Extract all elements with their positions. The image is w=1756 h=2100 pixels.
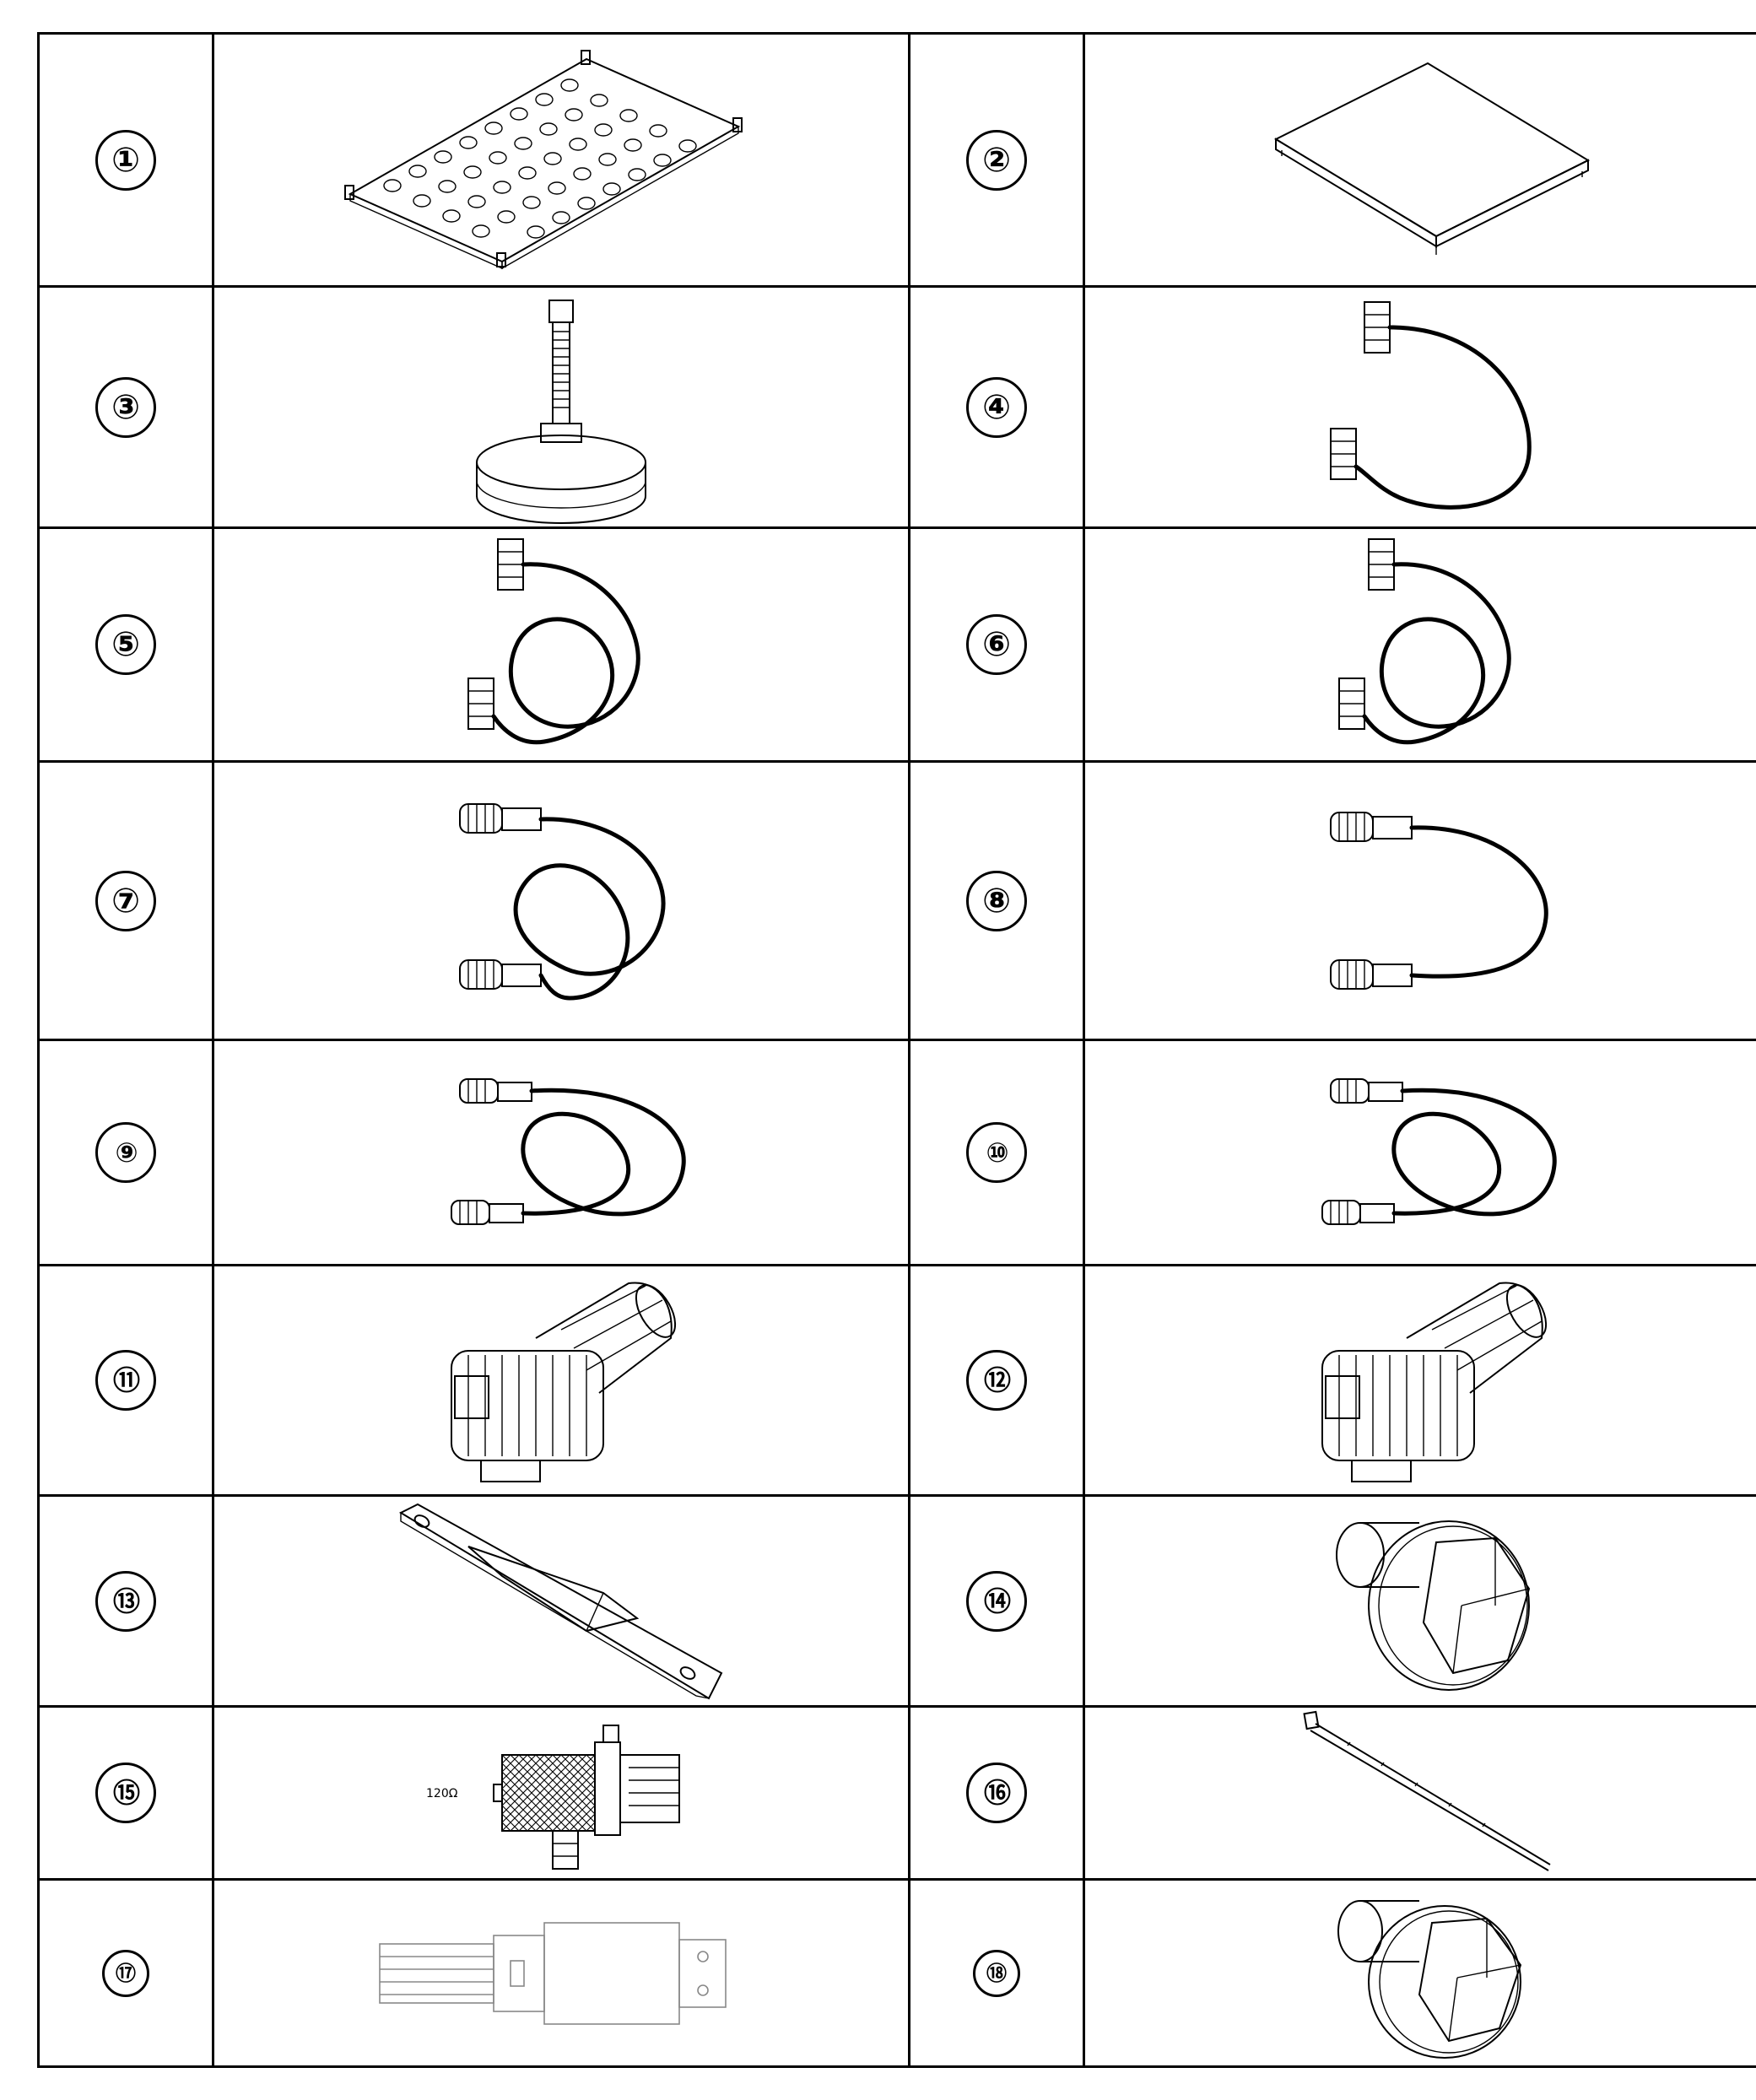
- table-row: ⑬ ⑭: [37, 1494, 1756, 1708]
- part-number-cell: ⑫: [908, 1264, 1085, 1497]
- part-image-cell: 120Ω: [212, 1705, 910, 1881]
- flange-bolt-icon: [1337, 1899, 1522, 2059]
- table-row: ⑨ ⑩: [37, 1039, 1756, 1266]
- part-number: ⑧: [966, 870, 1027, 931]
- part-number: ⑬: [95, 1570, 156, 1632]
- part-image-cell: [1083, 1878, 1756, 2068]
- part-image-cell: [1083, 1264, 1756, 1497]
- table-row: ③ ④: [37, 285, 1756, 529]
- part-number-cell: ⑨: [37, 1039, 214, 1266]
- looped-cable-icon: [467, 538, 640, 745]
- terminal-cable-icon: [1330, 811, 1548, 990]
- part-image-cell: [212, 285, 910, 529]
- part-image-cell: [212, 526, 910, 763]
- table-row: ⑰ ⑱: [37, 1878, 1756, 2068]
- part-number-cell: ①: [37, 32, 214, 288]
- part-number-cell: ③: [37, 285, 214, 529]
- part-number: ⑦: [95, 870, 156, 931]
- part-number-cell: ⑭: [908, 1494, 1085, 1708]
- part-image-cell: [1083, 526, 1756, 763]
- part-image-cell: [212, 1494, 910, 1708]
- terminal-cable-icon: [451, 1078, 686, 1225]
- part-number: ③: [95, 376, 156, 438]
- part-number-cell: ②: [908, 32, 1085, 288]
- part-number: ①: [95, 129, 156, 191]
- part-image-cell: [212, 1264, 910, 1497]
- table-row: ⑮ 120Ω ⑯: [37, 1705, 1756, 1881]
- part-number-cell: ⑪: [37, 1264, 214, 1497]
- terminal-cable-icon: [459, 802, 666, 1001]
- resistor-marking: 120Ω: [426, 1787, 458, 1800]
- cable-tie-icon: [1303, 1710, 1551, 1871]
- part-number-cell: ④: [908, 285, 1085, 529]
- part-number: ⑤: [95, 614, 156, 675]
- part-number: ②: [966, 129, 1027, 191]
- leveling-foot-icon: [476, 299, 646, 524]
- part-number-cell: ⑬: [37, 1494, 214, 1708]
- part-number-cell: ⑤: [37, 526, 214, 763]
- terminal-resistor-icon: 120Ω: [426, 1725, 680, 1870]
- part-number-cell: ⑧: [908, 760, 1085, 1041]
- mounting-bracket-icon: [398, 1503, 723, 1699]
- part-number: ④: [966, 376, 1027, 438]
- part-image-cell: [1083, 1705, 1756, 1881]
- part-number-cell: ⑩: [908, 1039, 1085, 1266]
- part-image-cell: [1083, 1494, 1756, 1708]
- table-row: ⑤ ⑥: [37, 526, 1756, 763]
- table-row: ⑪ ⑫: [37, 1264, 1756, 1497]
- part-number: ⑰: [102, 1949, 149, 1997]
- part-number: ⑯: [966, 1763, 1027, 1823]
- looped-cable-icon: [1338, 538, 1511, 745]
- part-image-cell: [1083, 760, 1756, 1041]
- parts-table: ① ②: [37, 32, 1756, 2068]
- tray-icon: [344, 49, 743, 269]
- part-number-cell: ⑥: [908, 526, 1085, 763]
- part-number: ⑫: [966, 1350, 1027, 1411]
- part-number-cell: ⑱: [908, 1878, 1085, 2068]
- part-image-cell: [212, 1039, 910, 1266]
- part-number: ⑨: [95, 1122, 156, 1183]
- part-number: ⑩: [966, 1122, 1027, 1183]
- angled-connector-icon: [1321, 1282, 1548, 1482]
- table-row: ⑦ ⑧: [37, 760, 1756, 1041]
- part-image-cell: [212, 32, 910, 288]
- angled-connector-icon: [451, 1282, 677, 1482]
- part-number: ⑮: [95, 1763, 156, 1823]
- part-image-cell: [1083, 32, 1756, 288]
- flange-bolt-icon: [1336, 1520, 1531, 1691]
- part-number-cell: ⑮: [37, 1705, 214, 1881]
- part-number: ⑱: [973, 1949, 1020, 1997]
- part-number-cell: ⑦: [37, 760, 214, 1041]
- part-image-cell: [212, 760, 910, 1041]
- short-cable-icon: [1330, 300, 1532, 510]
- part-number: ⑥: [966, 614, 1027, 675]
- part-image-cell: [1083, 285, 1756, 529]
- part-number: ⑭: [966, 1570, 1027, 1632]
- part-image-cell: [1083, 1039, 1756, 1266]
- part-number-cell: ⑰: [37, 1878, 214, 2068]
- part-number: ⑪: [95, 1350, 156, 1411]
- part-number-cell: ⑯: [908, 1705, 1085, 1881]
- plug-adapter-icon: [379, 1921, 727, 2025]
- table-row: ① ②: [37, 32, 1756, 288]
- part-image-cell: [212, 1878, 910, 2068]
- cover-plate-icon: [1273, 62, 1591, 255]
- terminal-cable-icon: [1321, 1078, 1557, 1225]
